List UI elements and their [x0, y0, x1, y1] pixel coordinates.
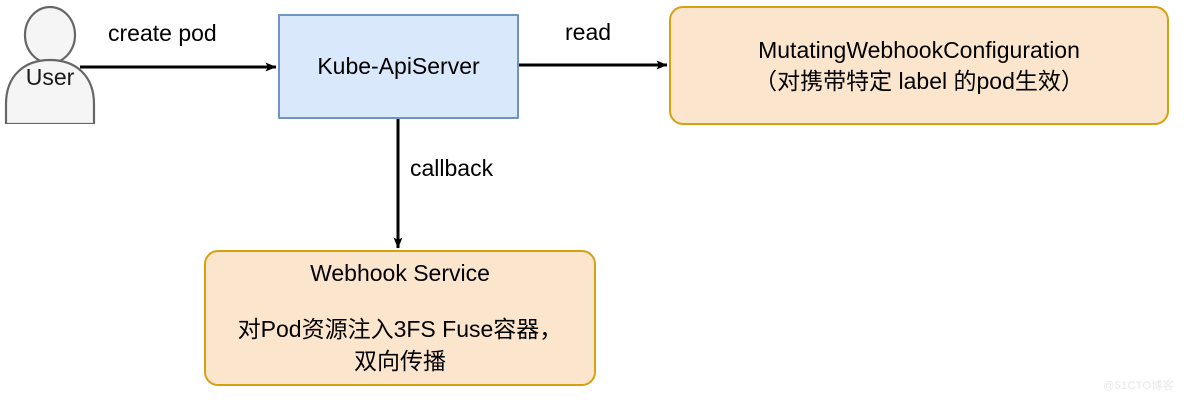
edge-label-create-pod: create pod [108, 20, 217, 46]
node-webhook-service[interactable]: Webhook Service 对Pod资源注入3FS Fuse容器， 双向传播 [204, 250, 596, 386]
watermark: @51CTO博客 [1103, 380, 1174, 392]
node-kube-apiserver[interactable]: Kube-ApiServer [278, 14, 519, 119]
actor-user-label: User [25, 64, 75, 90]
node-webhook-service-title: Webhook Service [310, 260, 490, 287]
node-kube-apiserver-label: Kube-ApiServer [317, 52, 480, 79]
node-mutating-webhook-configuration[interactable]: MutatingWebhookConfiguration （对携带特定 labe… [669, 6, 1169, 125]
user-person-icon [4, 6, 96, 124]
node-webhook-service-body-line2: 双向传播 [353, 348, 446, 375]
actor-user[interactable]: User [2, 6, 98, 124]
edge-label-read: read [565, 19, 612, 45]
edge-label-callback: callback [410, 155, 494, 181]
node-webhook-service-body-line1: 对Pod资源注入3FS Fuse容器， [237, 316, 563, 343]
node-mutating-webhook-configuration-subtitle: （对携带特定 label 的pod生效） [754, 67, 1084, 94]
node-mutating-webhook-configuration-title: MutatingWebhookConfiguration [758, 37, 1080, 64]
node-webhook-service-body: 对Pod资源注入3FS Fuse容器， 双向传播 [238, 314, 563, 377]
